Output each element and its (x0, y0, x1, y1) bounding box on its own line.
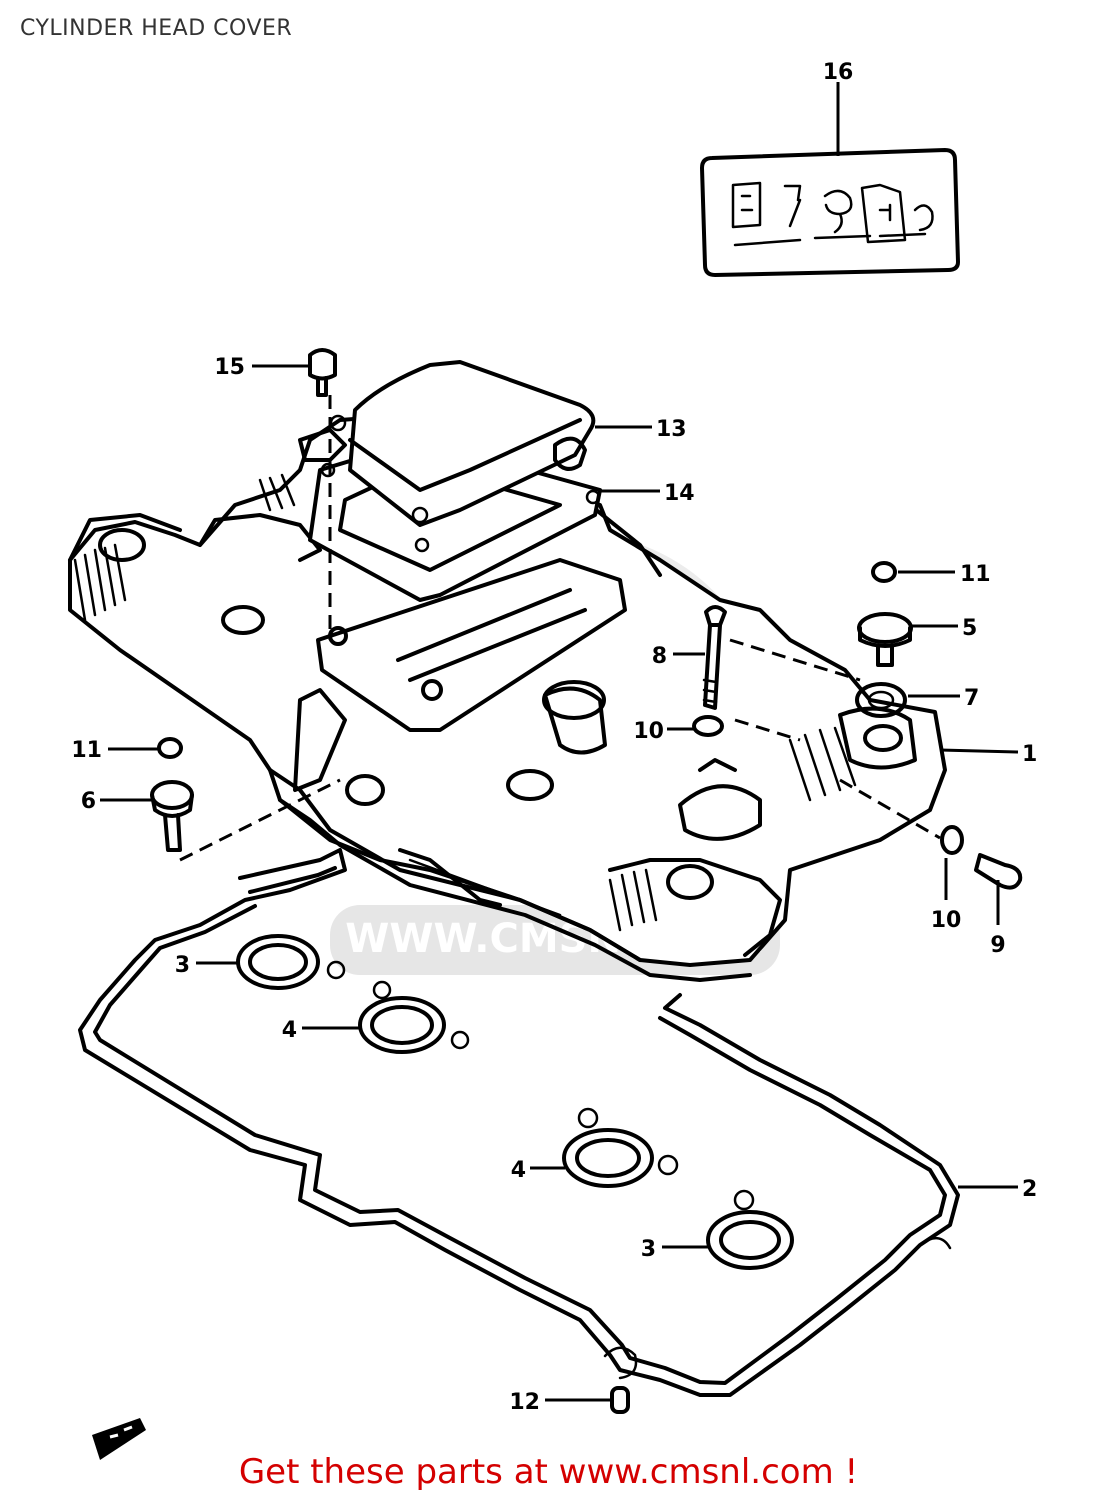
part-13-breather-cover[interactable] (329, 360, 596, 527)
callout-12: 12 (509, 1390, 540, 1415)
callout-10-center: 10 (633, 719, 664, 744)
part-11-plug-upper[interactable] (871, 561, 897, 583)
front-direction-mark (92, 1418, 146, 1460)
part-10-washer-right[interactable] (940, 825, 964, 855)
callout-1: 1 (1022, 742, 1037, 767)
callout-11-upper: 11 (960, 562, 991, 587)
callout-14: 14 (664, 481, 695, 506)
part-9-bolt[interactable] (974, 853, 1023, 890)
callout-3-upper: 3 (175, 953, 190, 978)
part-5-bolt[interactable] (857, 612, 913, 667)
part-15-bolt[interactable] (308, 348, 337, 640)
part-1-cylinder-head-cover[interactable] (68, 413, 947, 982)
callout-10-right: 10 (931, 908, 962, 933)
part-2-head-cover-gasket[interactable] (78, 848, 960, 1397)
page-title: CYLINDER HEAD COVER (20, 16, 293, 41)
part-4-oring-upper[interactable] (358, 980, 470, 1054)
callout-13: 13 (656, 417, 687, 442)
footer-parts-link[interactable]: Get these parts at www.cmsnl.com ! (238, 1452, 859, 1492)
part-11-plug-left[interactable] (157, 737, 183, 759)
callout-16: 16 (823, 60, 854, 85)
callout-6: 6 (81, 789, 96, 814)
part-10-washer-center[interactable] (692, 715, 724, 737)
callout-11-left: 11 (71, 738, 102, 763)
callout-3-lower: 3 (641, 1237, 656, 1262)
callout-5: 5 (962, 616, 977, 641)
part-12-plug[interactable] (610, 1386, 630, 1414)
callout-2: 2 (1022, 1177, 1037, 1202)
part-3-oring-lower[interactable] (706, 1189, 794, 1270)
callout-4-upper: 4 (282, 1018, 297, 1043)
part-8-bolt[interactable] (702, 605, 727, 710)
callout-4-lower: 4 (511, 1158, 526, 1183)
part-6-bolt[interactable] (150, 778, 341, 862)
callout-labels: 16 15 13 14 11 5 8 7 10 1 11 6 10 9 3 4 … (71, 60, 1037, 1415)
part-16-label-plate[interactable] (700, 148, 960, 277)
part-7-washer[interactable] (855, 682, 907, 718)
part-4-oring-lower[interactable] (562, 1107, 679, 1188)
callout-15: 15 (214, 355, 245, 380)
callout-9: 9 (990, 933, 1005, 958)
callout-8: 8 (652, 644, 667, 669)
part-3-oring-upper[interactable] (236, 934, 346, 990)
callout-7: 7 (964, 686, 979, 711)
